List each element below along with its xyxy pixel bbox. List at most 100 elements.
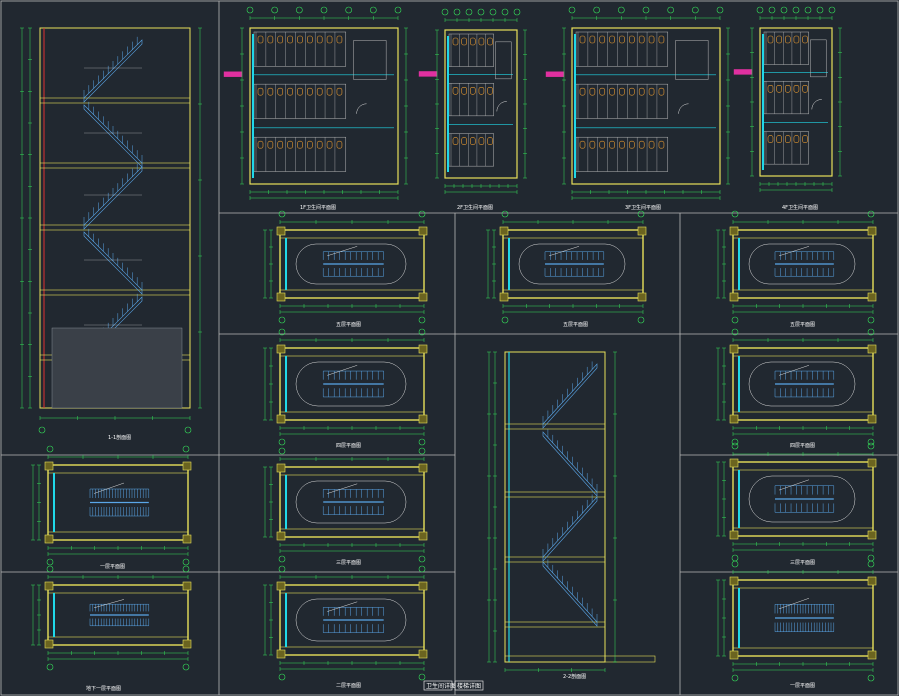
axis-bubble bbox=[418, 447, 426, 455]
stair-plans[interactable] bbox=[31, 210, 877, 682]
stair-plan bbox=[263, 447, 428, 563]
axis-bubble bbox=[345, 6, 352, 14]
axis-bubble bbox=[370, 6, 377, 14]
sheet-tab-1: 卫生间详图 bbox=[426, 682, 456, 690]
toilet-fixture bbox=[579, 35, 586, 44]
toilet-fixture bbox=[316, 87, 323, 96]
axis-bubble bbox=[182, 445, 190, 453]
toilet-fixture bbox=[487, 137, 493, 145]
toilet-fixture bbox=[784, 35, 791, 44]
axis-bubble bbox=[867, 316, 875, 324]
axis-bubble bbox=[731, 328, 739, 336]
axis-bubble bbox=[867, 674, 875, 682]
axis-bubble bbox=[731, 554, 739, 562]
axis-bubble bbox=[418, 565, 426, 573]
title-stair-c-mid: 一层平面图 bbox=[100, 564, 125, 570]
axis-bubble bbox=[731, 438, 739, 446]
title-stair-b-4: 一层平面图 bbox=[790, 683, 815, 689]
toilet-fixture bbox=[277, 140, 284, 149]
toilet-fixture bbox=[469, 137, 476, 145]
title-stair-b-3: 三层平面图 bbox=[790, 560, 815, 566]
axis-bubble bbox=[46, 663, 54, 671]
toilet-fixture bbox=[658, 35, 665, 44]
toilet-fixture bbox=[629, 140, 635, 149]
stair-flight bbox=[83, 104, 143, 168]
stair-plan bbox=[31, 445, 192, 566]
title-basement: 地下一层平面图 bbox=[86, 685, 121, 692]
axis-bubble bbox=[756, 6, 764, 14]
toilet-fixture bbox=[297, 87, 303, 96]
axis-bubble bbox=[46, 445, 54, 453]
axis-bubble bbox=[867, 554, 875, 562]
stair-section-1-1[interactable] bbox=[20, 27, 202, 434]
axis-bubble bbox=[418, 210, 426, 218]
toilet-plan bbox=[545, 6, 730, 200]
axis-bubble bbox=[792, 6, 800, 14]
axis-bubble bbox=[867, 438, 875, 446]
axis-bubble bbox=[278, 565, 286, 573]
toilet-fixture bbox=[619, 35, 625, 44]
axis-bubble bbox=[618, 6, 625, 14]
axis-bubble bbox=[768, 6, 776, 14]
toilet-fixture bbox=[776, 35, 782, 44]
axis-bubble bbox=[867, 442, 875, 450]
toilet-fixture bbox=[767, 84, 774, 93]
axis-bubble bbox=[278, 555, 286, 563]
toilet-plan bbox=[223, 6, 408, 200]
stair-plan bbox=[31, 565, 192, 671]
toilet-fixture bbox=[336, 35, 343, 44]
stair-plan bbox=[263, 328, 428, 446]
toilet-fixture bbox=[784, 84, 791, 93]
axis-bubble bbox=[278, 316, 286, 324]
axis-bubble bbox=[418, 673, 426, 681]
toilet-fixture bbox=[619, 140, 625, 149]
toilet-fixture bbox=[629, 35, 635, 44]
toilet-plans[interactable] bbox=[223, 6, 842, 200]
toilet-fixture bbox=[316, 35, 323, 44]
toilet-fixture bbox=[793, 84, 800, 93]
stair-flight bbox=[83, 166, 143, 230]
sheet-tabs[interactable]: 卫生间详图 楼梯详图 bbox=[423, 680, 484, 691]
axis-bubble bbox=[278, 447, 286, 455]
toilet-fixture bbox=[478, 37, 485, 46]
title-stair-c-top: 五层平面图 bbox=[563, 322, 588, 328]
toilet-fixture bbox=[658, 87, 665, 96]
toilet-fixture bbox=[648, 140, 655, 149]
axis-bubble bbox=[296, 6, 303, 14]
stair-plan bbox=[486, 210, 647, 324]
axis-bubble bbox=[642, 6, 650, 14]
stair-section-2-2[interactable] bbox=[487, 351, 656, 672]
toilet-fixture bbox=[469, 37, 476, 46]
axis-bubble bbox=[465, 8, 473, 16]
stair-plan bbox=[716, 560, 877, 682]
toilet-fixture bbox=[336, 140, 343, 149]
axis-bubble bbox=[716, 6, 724, 14]
door-swing bbox=[356, 103, 367, 114]
toilet-fixture bbox=[326, 140, 333, 149]
toilet-fixture bbox=[257, 87, 264, 96]
axis-bubble bbox=[182, 565, 190, 573]
axis-bubble bbox=[320, 6, 328, 14]
toilet-fixture bbox=[579, 140, 586, 149]
toilet-plan bbox=[733, 6, 842, 192]
axis-bubble bbox=[418, 555, 426, 563]
view-titles: 1-1剖面图 1F卫生间平面图 2F卫生间平面图 3F卫生间平面图 4F卫生间平… bbox=[86, 204, 818, 692]
axis-bubble bbox=[182, 558, 190, 566]
axis-bubble bbox=[780, 6, 788, 14]
axis-bubble bbox=[418, 438, 426, 446]
toilet-fixture bbox=[609, 87, 615, 96]
axis-bubble bbox=[867, 560, 875, 568]
toilet-fixture bbox=[802, 84, 808, 93]
title-stair-a-4: 二层平面图 bbox=[336, 683, 361, 689]
axis-bubble bbox=[271, 6, 278, 14]
basement-hatch bbox=[51, 327, 183, 409]
toilet-fixture bbox=[267, 35, 274, 44]
toilet-fixture bbox=[267, 140, 274, 149]
toilet-fixture bbox=[287, 87, 293, 96]
toilet-fixture bbox=[487, 86, 493, 95]
axis-bubble bbox=[637, 316, 645, 324]
title-stair-b-2: 四层平面图 bbox=[790, 443, 815, 449]
axis-bubble bbox=[816, 6, 824, 14]
axis-bubble bbox=[501, 316, 509, 324]
